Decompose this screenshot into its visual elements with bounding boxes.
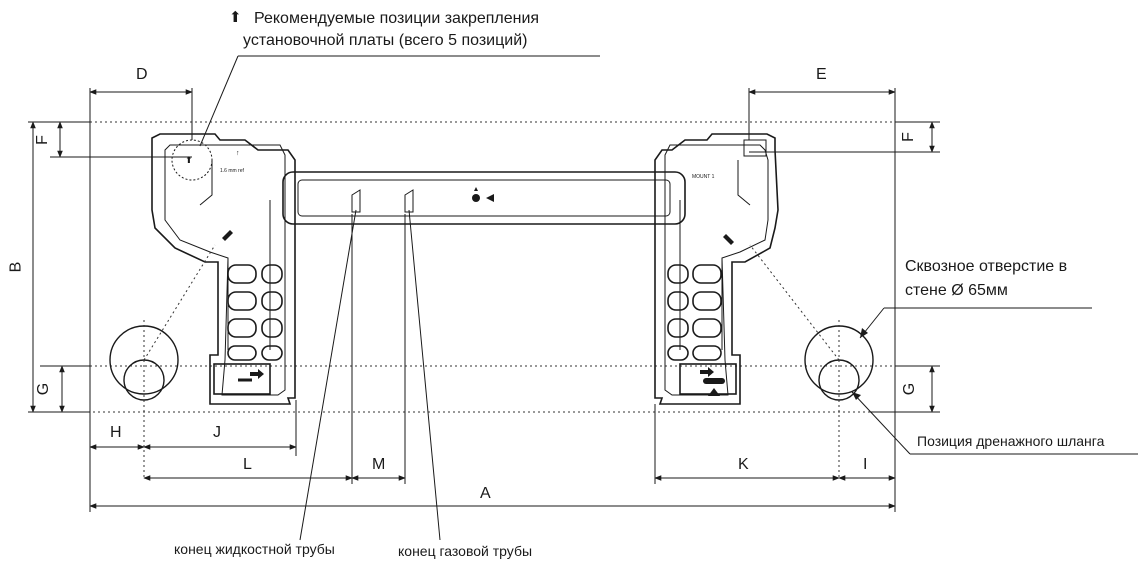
left-plate-small-text: 1.6 mm ref [220, 168, 245, 174]
gas-pipe-label: конец газовой трубы [398, 543, 533, 559]
center-arrow-mark [486, 194, 494, 202]
right-bottom-arrow [700, 367, 714, 377]
right-up-mark [708, 388, 720, 396]
dim-D: D [136, 66, 148, 83]
dim-E: E [816, 66, 827, 83]
dim-K: K [738, 456, 749, 473]
center-drop-tip [474, 187, 478, 191]
legend-line-1: Рекомендуемые позиции закрепления [254, 10, 540, 27]
dimension-lines [28, 88, 940, 512]
right-plate-small-text: MOUNT 1 [692, 174, 715, 180]
liquid-pipe-label: конец жидкостной трубы [174, 541, 335, 557]
right-hole-guide [749, 244, 840, 361]
dim-G-left: G [35, 382, 53, 396]
right-bracket [654, 133, 779, 405]
left-arrow-mark: ⬆ [185, 155, 193, 165]
dim-B: B [7, 261, 25, 273]
drain-position-label: Позиция дренажного шланга [917, 433, 1105, 449]
right-arrow-marker [723, 234, 734, 245]
center-drop-mark [472, 194, 480, 202]
dim-J: J [213, 424, 221, 441]
center-bar [282, 171, 686, 225]
dim-F-right: F [899, 132, 917, 142]
dim-I: I [863, 456, 868, 473]
left-wall-hole [109, 325, 179, 401]
dim-M: M [372, 456, 386, 473]
dim-H: H [110, 424, 122, 441]
wall-hole-label-1: Сквозное отверстие в [905, 258, 1068, 275]
right-bottom-slot [703, 378, 725, 384]
right-wall-hole [804, 325, 874, 401]
wall-hole-label-2: стене Ø 65мм [905, 282, 1008, 299]
left-small-mark: ↑ [236, 150, 240, 157]
legend-line-2: установочной платы (всего 5 позиций) [243, 32, 528, 49]
left-arrow-marker [222, 230, 233, 241]
wall-hole-leader-arrow [860, 328, 868, 338]
legend-arrow-icon: ⬆ [229, 9, 242, 26]
dim-G-right: G [901, 382, 919, 396]
dim-A: A [480, 485, 491, 502]
drain-leader-arrow [852, 392, 861, 400]
dim-F-left: F [33, 135, 51, 145]
left-bracket [151, 133, 296, 405]
dim-L: L [243, 456, 252, 473]
leader-lines [199, 55, 1138, 541]
left-bottom-arrow [250, 369, 264, 379]
